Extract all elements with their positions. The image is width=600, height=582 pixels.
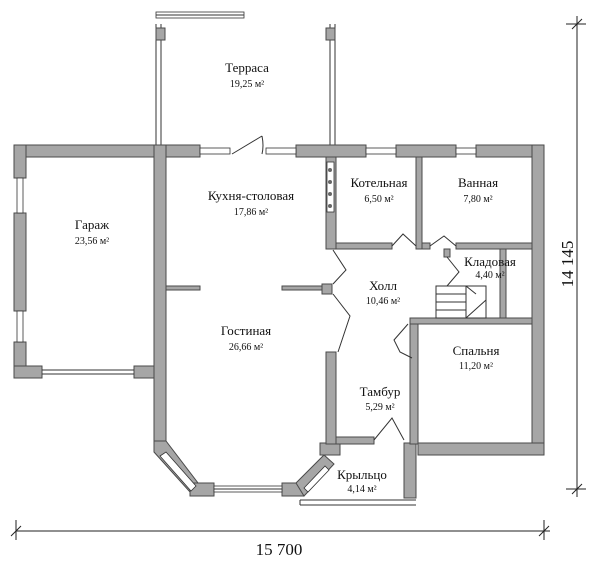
room-labels: Терраса 19,25 м² Кухня-столовая 17,86 м²… <box>75 60 516 495</box>
living-area: 26,66 м² <box>229 342 263 353</box>
window-kitchen-1 <box>199 147 231 155</box>
window-garage-2 <box>16 310 24 343</box>
hall-area: 10,46 м² <box>366 296 400 307</box>
staircase <box>435 285 487 319</box>
dimension-depth: 14 145 <box>558 16 586 497</box>
terrace-outline <box>155 11 336 150</box>
interior-walls <box>165 156 533 445</box>
boiler-name: Котельная <box>351 175 408 190</box>
dimension-width: 15 700 <box>10 520 550 559</box>
pantry-name: Кладовая <box>464 254 516 269</box>
terrace-name: Терраса <box>225 60 269 75</box>
pantry-area: 4,40 м² <box>475 270 504 281</box>
vestibule-name: Тамбур <box>360 384 401 399</box>
bathroom-name: Ванная <box>458 175 498 190</box>
bedroom-area: 11,20 м² <box>459 361 493 372</box>
window-living-right <box>303 465 330 493</box>
dimension-depth-label: 14 145 <box>558 241 577 288</box>
window-bathroom <box>455 147 477 155</box>
vestibule-area: 5,29 м² <box>365 402 394 413</box>
living-name: Гостиная <box>221 323 271 338</box>
hall-name: Холл <box>369 278 397 293</box>
window-living-left <box>159 451 197 492</box>
dimension-width-label: 15 700 <box>256 540 303 559</box>
terrace-area: 19,25 м² <box>230 79 264 90</box>
window-garage-1 <box>16 177 24 214</box>
bathroom-area: 7,80 м² <box>463 194 492 205</box>
kitchen-area: 17,86 м² <box>234 207 268 218</box>
boiler-area: 6,50 м² <box>364 194 393 205</box>
doors <box>231 135 460 441</box>
porch-area: 4,14 м² <box>347 484 376 495</box>
bedroom-name: Спальня <box>453 343 500 358</box>
porch-name: Крыльцо <box>337 467 387 482</box>
window-boiler <box>365 147 397 155</box>
garage-name: Гараж <box>75 217 110 232</box>
windows <box>16 147 477 493</box>
garage-area: 23,56 м² <box>75 236 109 247</box>
kitchen-name: Кухня-столовая <box>208 188 294 203</box>
window-kitchen-2 <box>265 147 297 155</box>
porch-rail <box>299 499 416 506</box>
